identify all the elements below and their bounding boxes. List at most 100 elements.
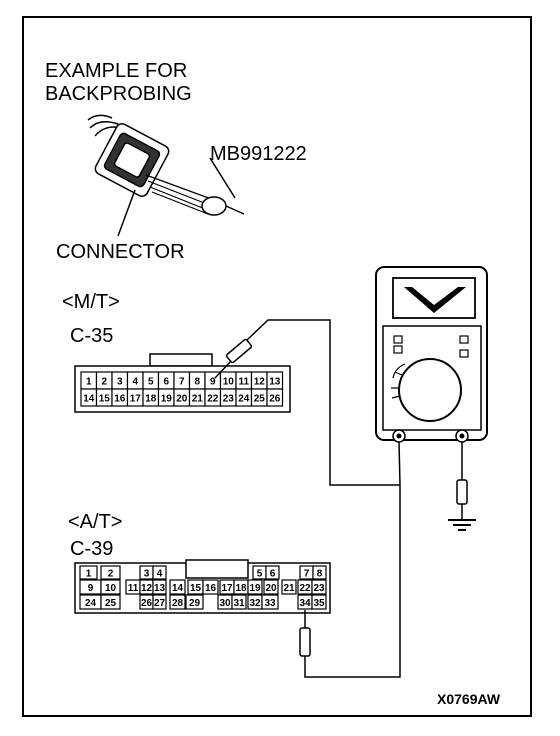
- c39-terminal-16-box: [202, 579, 219, 595]
- c35-terminal-12: 12: [254, 377, 266, 388]
- c39-terminal-21: 21: [283, 583, 295, 594]
- c39-terminal-17: 17: [221, 583, 233, 594]
- c35-terminal-10: 10: [223, 377, 235, 388]
- c35-terminal-7: 7: [179, 377, 185, 388]
- tool-label: MB991222: [210, 143, 307, 165]
- at-label: <A/T>: [68, 511, 122, 533]
- c39-terminal-35: 35: [313, 598, 325, 609]
- c39-terminal-29-box: [185, 594, 204, 610]
- c35-terminal-4: 4: [132, 377, 138, 388]
- c39-terminal-1-box: [79, 565, 98, 580]
- c39-terminal-5: 5: [257, 569, 263, 580]
- c35-terminal-15: 15: [99, 394, 111, 405]
- c39-terminal-18: 18: [235, 583, 247, 594]
- c39-terminal-11: 11: [128, 583, 139, 594]
- c39-terminal-23-box: [311, 579, 327, 595]
- c39-terminal-28-box: [169, 594, 186, 610]
- tool-leader: [209, 157, 236, 199]
- c39-terminal-14: 14: [172, 583, 184, 594]
- c39-terminal-23: 23: [313, 583, 325, 594]
- c39-terminal-28: 28: [172, 598, 184, 609]
- c35-terminal-14: 14: [83, 394, 95, 405]
- c35-terminal-2: 2: [101, 377, 107, 388]
- c39-terminal-7: 7: [304, 569, 310, 580]
- c39-terminal-26: 26: [141, 598, 153, 609]
- mt-label: <M/T>: [62, 291, 120, 313]
- c35-terminal-5: 5: [148, 377, 154, 388]
- c39-terminal-13-box: [152, 579, 167, 595]
- c39-terminal-9: 9: [88, 583, 94, 594]
- mt-connector-label: C-35: [70, 325, 113, 347]
- c35-terminal-20: 20: [176, 394, 188, 405]
- c35-terminal-1: 1: [86, 377, 92, 388]
- c39-terminal-1: 1: [86, 569, 92, 580]
- c39-terminal-19-box: [247, 579, 263, 595]
- c39-terminal-2-box: [100, 565, 121, 580]
- c39-terminal-15: 15: [190, 583, 202, 594]
- c35-terminal-17: 17: [130, 394, 142, 405]
- figure-code: X0769AW: [437, 691, 501, 707]
- c39-terminal-21-box: [281, 579, 297, 595]
- c39-terminal-29: 29: [189, 598, 201, 609]
- c39-terminal-30: 30: [219, 598, 231, 609]
- c39-terminal-19: 19: [249, 583, 261, 594]
- c39-terminal-6: 6: [270, 569, 276, 580]
- connector-illustration: [87, 114, 245, 216]
- c39-terminal-6-box: [265, 565, 280, 580]
- c39-terminal-22: 22: [299, 583, 311, 594]
- c39-terminal-25-box: [100, 594, 121, 610]
- c39-terminal-14-box: [169, 579, 186, 595]
- c35-terminal-16: 16: [114, 394, 126, 405]
- c35-terminal-9: 9: [210, 377, 216, 388]
- at-connector-label: C-39: [70, 538, 113, 560]
- c35-terminal-6: 6: [163, 377, 169, 388]
- c35-terminal-26: 26: [269, 394, 281, 405]
- c39-terminal-2: 2: [108, 569, 114, 580]
- c35-terminal-18: 18: [145, 394, 157, 405]
- title-line-1: EXAMPLE FOR: [45, 60, 187, 82]
- c39-terminal-27: 27: [154, 598, 166, 609]
- connector-leader: [117, 189, 136, 237]
- c39-terminal-20-box: [263, 579, 279, 595]
- multimeter: [375, 266, 488, 443]
- c35-terminal-26-box: [266, 388, 284, 407]
- c39-terminal-33: 33: [264, 598, 276, 609]
- c35-terminal-3: 3: [117, 377, 123, 388]
- c35-terminal-21: 21: [192, 394, 204, 405]
- c39-terminal-12: 12: [141, 583, 153, 594]
- c39-terminal-8: 8: [317, 569, 323, 580]
- c39-terminal-20: 20: [265, 583, 277, 594]
- c35-probe: [214, 319, 400, 486]
- c35-terminal-22: 22: [207, 394, 219, 405]
- c39-terminal-16: 16: [205, 583, 217, 594]
- c35-terminal-23: 23: [223, 394, 235, 405]
- meter-common-lead: [304, 441, 401, 678]
- c39-terminal-33-box: [261, 594, 279, 610]
- figure-frame: [22, 16, 532, 717]
- c35-terminal-25: 25: [254, 394, 266, 405]
- c35-terminal-24: 24: [238, 394, 250, 405]
- c39-terminal-4: 4: [157, 569, 163, 580]
- c39-terminal-34: 34: [299, 598, 311, 609]
- c39-terminal-3: 3: [144, 569, 150, 580]
- c39-terminal-10: 10: [105, 583, 117, 594]
- c39-terminal-13: 13: [154, 583, 166, 594]
- c39-terminal-8-box: [312, 565, 327, 580]
- c39-terminal-4-box: [152, 565, 167, 580]
- c35-terminal-19: 19: [161, 394, 173, 405]
- c35-terminal-11: 11: [238, 377, 249, 388]
- c39-terminal-35-box: [311, 594, 327, 610]
- connector-label: CONNECTOR: [56, 241, 185, 263]
- c35-terminal-13: 13: [269, 377, 281, 388]
- c35-terminal-8: 8: [194, 377, 200, 388]
- c39-terminal-31: 31: [233, 598, 245, 609]
- c39-terminal-24: 24: [85, 598, 97, 609]
- c39-terminal-27-box: [152, 594, 167, 610]
- c39-probe: [299, 610, 311, 657]
- ground-lead: [448, 442, 476, 531]
- c39-terminal-31-box: [231, 594, 247, 610]
- c39-terminal-32: 32: [249, 598, 261, 609]
- title-line-2: BACKPROBING: [45, 83, 192, 105]
